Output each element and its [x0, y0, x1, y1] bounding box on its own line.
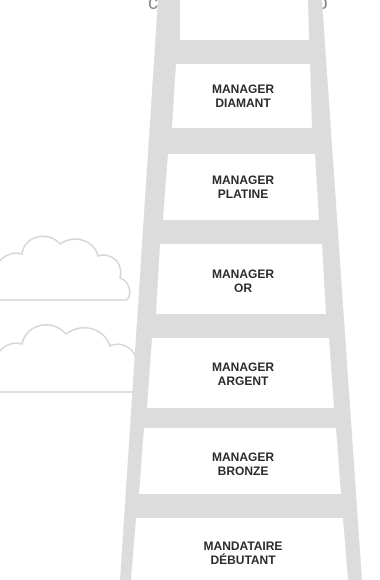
- rung-label-argent: MANAGER ARGENT: [168, 360, 318, 388]
- rung-label-platine: MANAGER PLATINE: [168, 173, 318, 201]
- rung-label-line: DÉBUTANT: [210, 553, 276, 567]
- rung-label-line: DIAMANT: [215, 96, 271, 110]
- rung-gap-diamant: [172, 64, 312, 128]
- rung-gap-platine: [163, 154, 319, 220]
- rung-label-line: MANAGER: [212, 267, 274, 281]
- rung-label-bronze: MANAGER BRONZE: [168, 450, 318, 478]
- rung-gap-top: [180, 0, 309, 40]
- rung-gap-bronze: [139, 428, 341, 494]
- rung-gap-debutant: [131, 518, 348, 580]
- rung-label-line: MANAGER: [212, 82, 274, 96]
- upper-cloud-icon: [0, 235, 131, 301]
- rung-label-line: ARGENT: [217, 374, 269, 388]
- lower-cloud-icon: [0, 324, 148, 393]
- ladder-rung-gaps: [131, 0, 348, 580]
- cloud-illustration: [0, 235, 148, 393]
- rung-label-debutant: MANDATAIRE DÉBUTANT: [168, 539, 318, 567]
- rung-label-line: OR: [234, 281, 252, 295]
- rung-label-line: MANDATAIRE: [203, 539, 283, 553]
- rung-label-line: PLATINE: [217, 187, 269, 201]
- rung-label-line: BRONZE: [217, 464, 269, 478]
- rung-gap-or: [156, 244, 326, 314]
- rung-label-line: MANAGER: [212, 450, 274, 464]
- rung-label-or: MANAGER OR: [168, 267, 318, 295]
- rung-label-line: MANAGER: [212, 360, 274, 374]
- rung-label-diamant: MANAGER DIAMANT: [168, 82, 318, 110]
- rung-label-line: MANAGER: [212, 173, 274, 187]
- rung-gap-argent: [147, 338, 334, 408]
